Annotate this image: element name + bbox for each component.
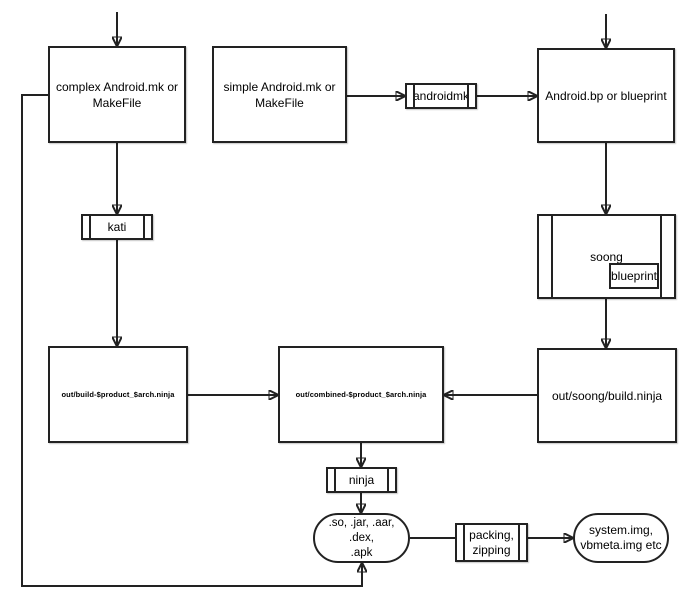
edge-complex-mk-to-artifacts-feedback	[21, 94, 362, 587]
node-build-artifacts: .so, .jar, .aar, .dex, .apk	[313, 513, 410, 563]
node-ninja: ninja	[326, 467, 397, 493]
node-soong-blueprint-label: blueprint	[610, 269, 658, 283]
node-complex-androidmk: complex Android.mk or MakeFile	[48, 46, 186, 143]
node-system-images: system.img, vbmeta.img etc	[573, 513, 669, 563]
node-android-bp-label: Android.bp or blueprint	[545, 88, 667, 103]
node-out-combined-ninja-label: out/combined-$product_$arch.ninja	[295, 390, 427, 399]
node-simple-androidmk: simple Android.mk or MakeFile	[212, 46, 347, 143]
node-simple-androidmk-label: simple Android.mk or MakeFile	[223, 79, 336, 110]
node-android-bp: Android.bp or blueprint	[537, 48, 675, 143]
node-soong: soong blueprint	[537, 214, 676, 299]
node-system-images-label: system.img, vbmeta.img etc	[580, 523, 662, 552]
node-soong-blueprint: blueprint	[609, 263, 659, 289]
node-out-build-ninja: out/build-$product_$arch.ninja	[48, 346, 188, 443]
node-build-artifacts-label: .so, .jar, .aar, .dex, .apk	[328, 516, 395, 559]
node-out-soong-ninja: out/soong/build.ninja	[537, 348, 677, 443]
node-androidmk-tool: androidmk	[405, 83, 477, 109]
node-packing-zipping: packing, zipping	[455, 523, 528, 562]
node-kati: kati	[81, 214, 153, 240]
node-complex-androidmk-label: complex Android.mk or MakeFile	[55, 79, 179, 110]
node-out-soong-ninja-label: out/soong/build.ninja	[551, 388, 663, 403]
node-kati-label: kati	[107, 219, 127, 234]
node-out-build-ninja-label: out/build-$product_$arch.ninja	[61, 390, 175, 399]
node-soong-label: soong	[590, 249, 623, 264]
node-packing-zipping-label: packing, zipping	[469, 527, 514, 557]
node-ninja-label: ninja	[348, 472, 375, 487]
node-androidmk-tool-label: androidmk	[412, 88, 470, 103]
node-out-combined-ninja: out/combined-$product_$arch.ninja	[278, 346, 444, 443]
